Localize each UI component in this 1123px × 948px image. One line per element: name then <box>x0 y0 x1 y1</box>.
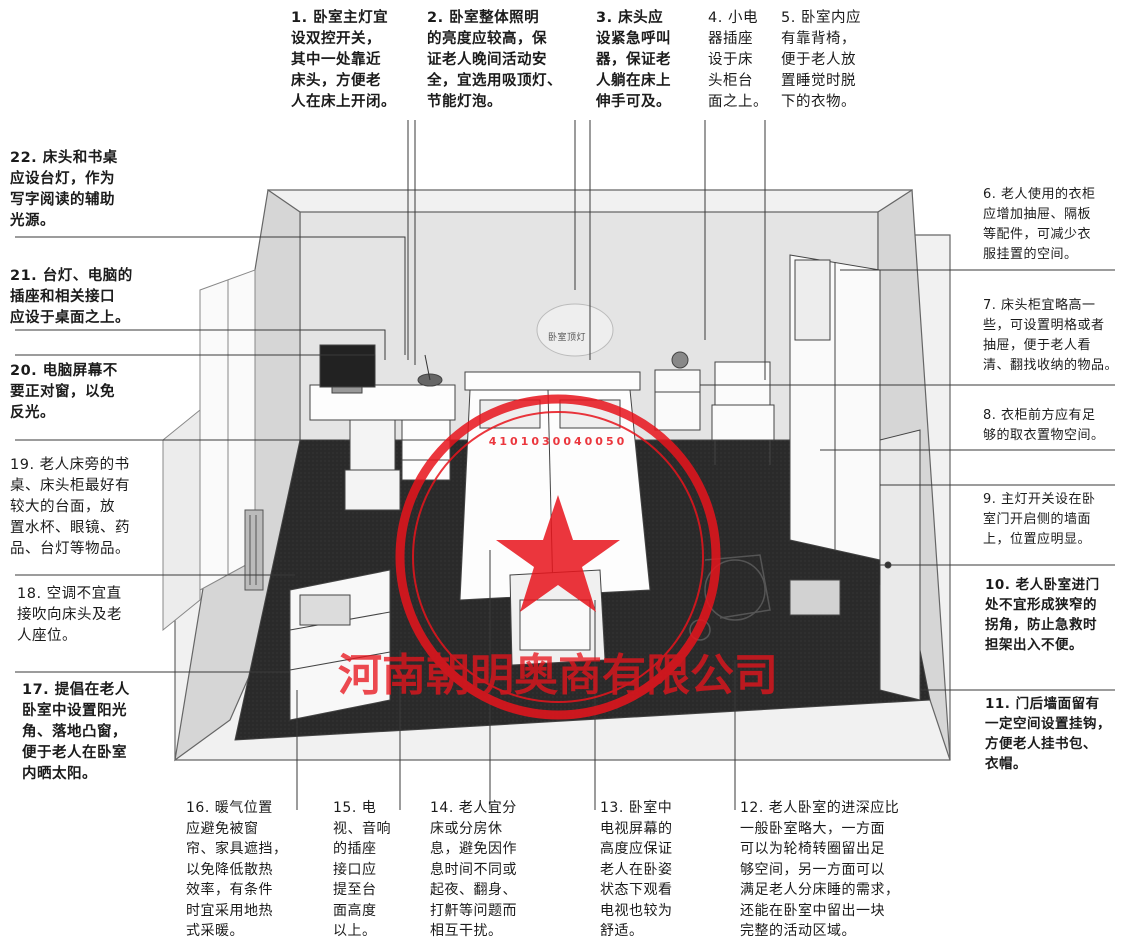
note-9: 9. 主灯开关设在卧 室门开启侧的墙面 上，位置应明显。 <box>983 492 1096 547</box>
radiator <box>244 509 264 591</box>
note-4: 4. 小电 器插座 设于床 头柜台 面之上。 <box>708 10 768 110</box>
note-8: 8. 衣柜前方应有足 够的取衣置物空间。 <box>983 408 1105 443</box>
note-16: 16. 暖气位置 应避免被窗 帘、家具遮挡， 以免降低散热 效率，有条件 时宜采… <box>186 800 288 939</box>
ceiling-light-label: 卧室顶灯 <box>548 333 587 343</box>
note-22: 22. 床头和书桌 应设台灯，作为 写字阅读的辅助 光源。 <box>10 150 118 229</box>
storage-box <box>789 579 841 616</box>
wardrobe <box>789 254 881 561</box>
note-20: 20. 电脑屏幕不 要正对窗，以免 反光。 <box>10 363 118 421</box>
note-2: 2. 卧室整体照明 的亮度应较高，保 证老人晚间活动安 全，宜选用吸顶灯、 节能… <box>427 10 562 110</box>
note-21: 21. 台灯、电脑的 插座和相关接口 应设于桌面之上。 <box>10 268 133 326</box>
note-10: 10. 老人卧室进门 处不宜形成狭窄的 拐角，防止急救时 担架出入不便。 <box>985 577 1100 653</box>
note-19: 19. 老人床旁的书 桌、床头柜最好有 较大的台面，放 置水杯、眼镜、药 品、台… <box>10 457 130 557</box>
beds <box>459 371 651 601</box>
note-12: 12. 老人卧室的进深应比 一般卧室略大，一方面 可以为轮椅转圈留出足 够空间，… <box>740 800 900 939</box>
note-3: 3. 床头应 设紧急呼叫 器，保证老 人躺在床上 伸手可及。 <box>596 10 671 110</box>
note-7: 7. 床头柜宜略高一 些，可设置明格或者 抽屉，便于老人看 清、翻找收纳的物品。 <box>983 298 1119 373</box>
desk-chair <box>344 419 401 511</box>
note-18: 18. 空调不宜直 接吹向床头及老 人座位。 <box>17 586 122 644</box>
note-17: 17. 提倡在老人 卧室中设置阳光 角、落地凸窗， 便于老人在卧室 内晒太阳。 <box>22 682 130 782</box>
note-1: 1. 卧室主灯宜 设双控开关， 其中一处靠近 床头，方便老 人在床上开闭。 <box>291 10 396 110</box>
tv-cabinet <box>289 569 391 721</box>
note-5: 5. 卧室内应 有靠背椅， 便于老人放 置睡觉时脱 下的衣物。 <box>781 10 861 110</box>
note-11: 11. 门后墙面留有 一定空间设置挂钩， 方便老人挂书包、 衣帽。 <box>985 696 1111 772</box>
armchair <box>509 569 606 666</box>
note-15: 15. 电 视、音响 的插座 接口应 提至台 面高度 以上。 <box>333 800 391 939</box>
ceiling-light <box>536 303 614 357</box>
note-13: 13. 卧室中 电视屏幕的 高度应保证 老人在卧姿 状态下观看 电视也较为 舒适… <box>600 800 673 939</box>
note-6: 6. 老人使用的衣柜 应增加抽屉、隔板 等配件，可减少衣 服挂置的空间。 <box>983 187 1096 262</box>
note-14: 14. 老人宜分 床或分房休 息，避免因作 息时间不同或 起夜、翻身、 打鼾等问… <box>430 800 517 939</box>
